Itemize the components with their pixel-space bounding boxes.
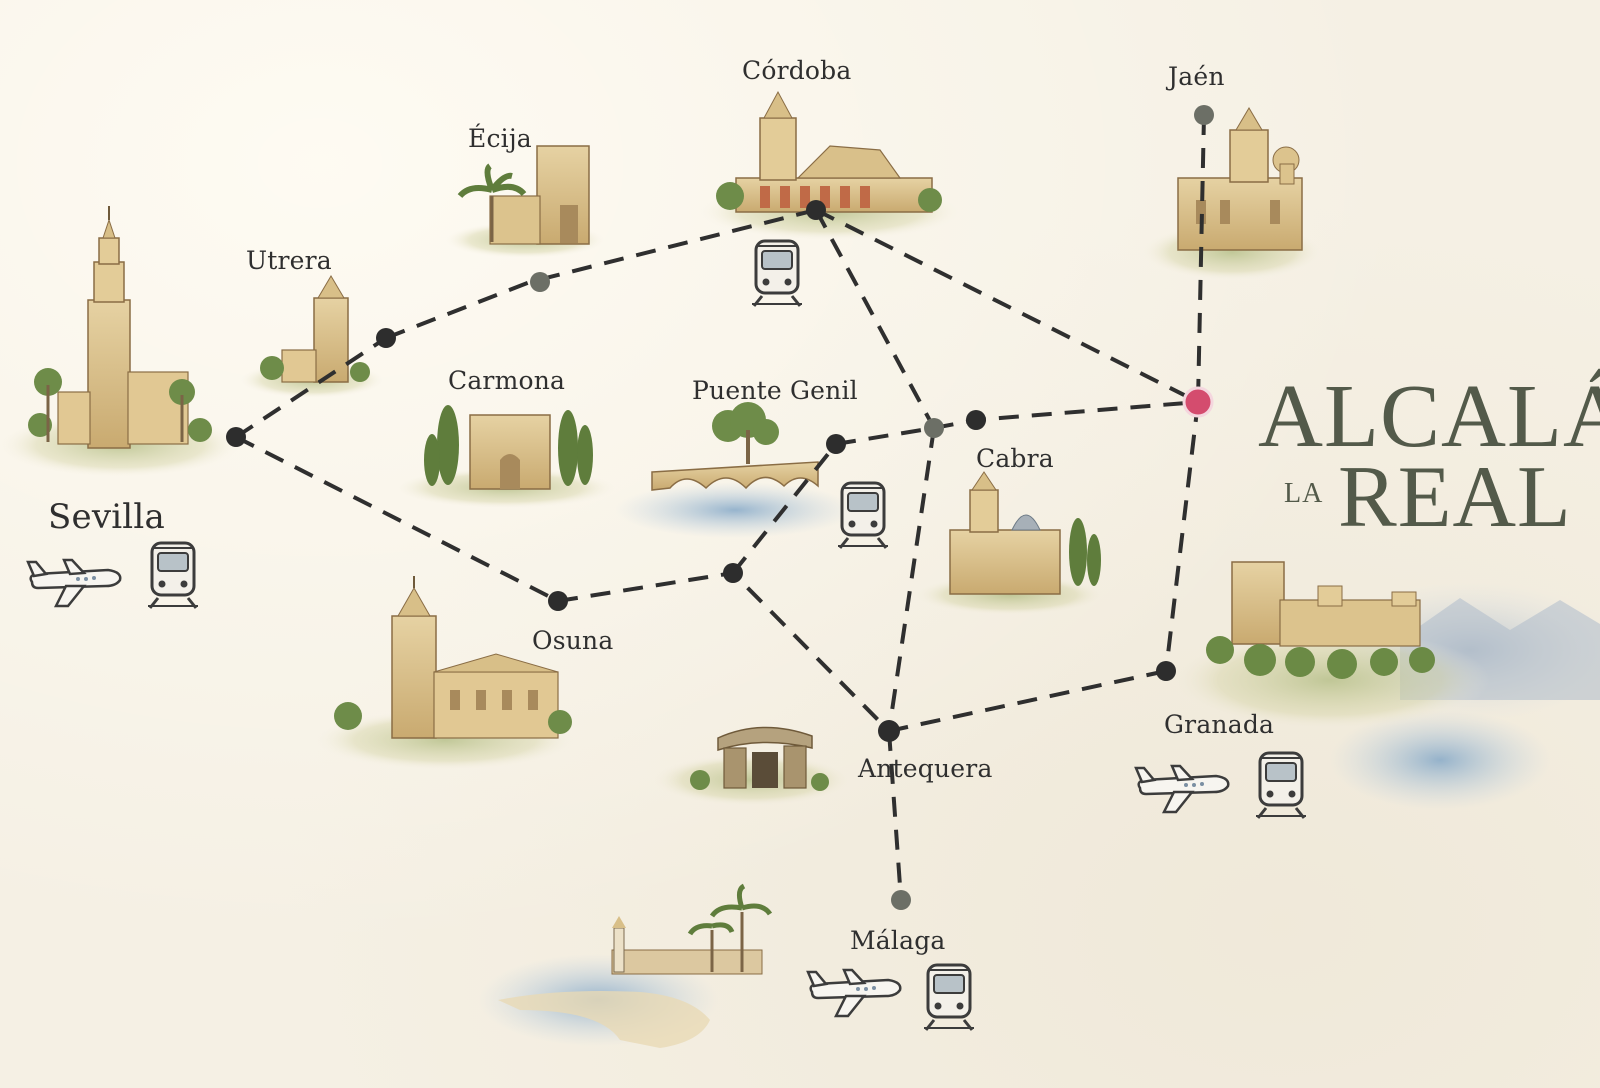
malaga-landmark-illustration — [478, 883, 773, 1048]
route-sevilla-osuna — [235, 435, 559, 603]
antequera-landmark-illustration — [652, 726, 852, 806]
node-puente-genil — [826, 434, 846, 454]
town-label-sevilla: Sevilla — [48, 497, 165, 537]
town-label-antequera: Antequera — [858, 754, 993, 783]
route-jaen-destination — [1196, 114, 1206, 403]
route-sevilla-utrera — [234, 336, 388, 439]
route-destination-granada — [1164, 401, 1200, 672]
utrera-landmark-illustration — [240, 275, 384, 398]
node-cabra — [966, 410, 986, 430]
title-la: LA — [1284, 478, 1324, 509]
node-antequera — [878, 720, 900, 742]
sevilla-landmark-illustration — [0, 206, 240, 477]
route-cordoba-puente-genil — [814, 209, 936, 429]
route-utrera-cordoba — [385, 208, 817, 340]
route-antequera-malaga — [887, 730, 903, 901]
town-label-malaga: Málaga — [850, 926, 946, 955]
route-cabra-antequera — [887, 427, 936, 732]
map-title: ALCALÁ LA REAL — [1258, 367, 1600, 542]
town-label-cabra: Cabra — [976, 444, 1054, 473]
plane-icon — [1134, 764, 1230, 814]
carmona-landmark-illustration — [395, 405, 615, 508]
plane-icon — [26, 558, 122, 608]
node-puente-genil-south — [723, 563, 743, 583]
route-puente-genil-destination — [835, 400, 1199, 446]
town-label-jaen: Jaén — [1168, 62, 1225, 91]
title-alcala: ALCALÁ — [1258, 367, 1600, 466]
town-label-ecija: Écija — [468, 124, 532, 153]
jaen-landmark-illustration — [1142, 107, 1322, 280]
town-label-osuna: Osuna — [532, 626, 614, 655]
plane-icon — [806, 968, 902, 1018]
train-icon — [1256, 751, 1306, 819]
town-label-utrera: Utrera — [246, 246, 332, 275]
puente-genil-landmark-illustration — [615, 402, 855, 538]
route-cordoba-jaen-destination — [815, 208, 1199, 404]
cabra-landmark-illustration — [915, 471, 1105, 615]
node-osuna — [548, 591, 568, 611]
node-cordoba — [806, 200, 826, 220]
route-nodes — [226, 105, 1214, 910]
granada-landmark-illustration — [1170, 561, 1600, 810]
destination-marker — [1182, 386, 1214, 418]
osuna-landmark-illustration — [315, 576, 575, 770]
route-granada-antequera — [888, 669, 1167, 733]
node-ecija — [530, 272, 550, 292]
node-junction — [924, 418, 944, 438]
cordoba-landmark-illustration — [700, 90, 960, 240]
ecija-landmark-illustration — [445, 145, 605, 258]
node-malaga — [891, 890, 911, 910]
train-icon — [924, 963, 974, 1031]
town-label-puente-genil: Puente Genil — [692, 376, 858, 405]
train-icon — [752, 239, 802, 307]
route-osuna-puente-genil — [731, 442, 838, 575]
town-label-carmona: Carmona — [448, 366, 566, 395]
town-label-cordoba: Córdoba — [742, 56, 852, 85]
train-icon — [148, 541, 198, 609]
node-utrera — [376, 328, 396, 348]
node-jaen — [1194, 105, 1214, 125]
node-granada — [1156, 661, 1176, 681]
node-sevilla — [226, 427, 246, 447]
town-label-granada: Granada — [1164, 710, 1275, 739]
train-icon — [838, 481, 888, 549]
title-real: REAL — [1338, 449, 1572, 546]
